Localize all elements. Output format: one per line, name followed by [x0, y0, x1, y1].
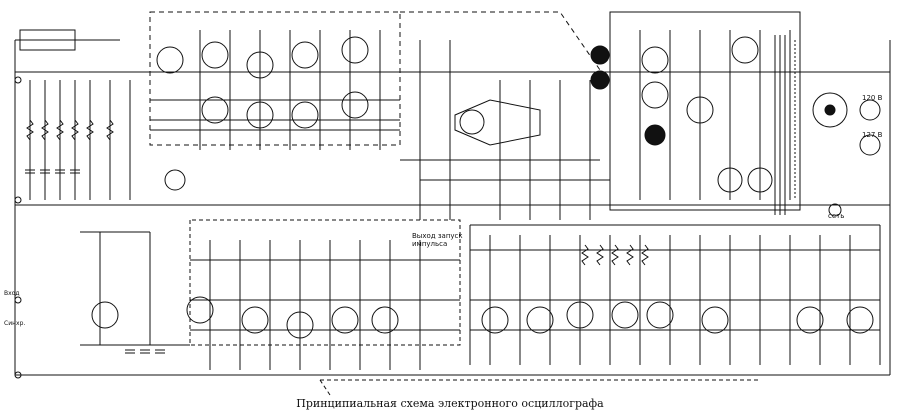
- input-label: Вход: [4, 290, 20, 297]
- diagram-caption: Принципиальная схема электронного осцилл…: [296, 397, 604, 410]
- trigger-label-2: импульса: [412, 240, 447, 248]
- sync-label: Синхр.: [4, 320, 25, 327]
- mains-label: сеть: [828, 212, 844, 220]
- mains-voltage-a: 120 В: [862, 94, 883, 102]
- mains-voltage-b: 127 В: [862, 131, 883, 139]
- trigger-label: Выход запуск: [412, 232, 463, 240]
